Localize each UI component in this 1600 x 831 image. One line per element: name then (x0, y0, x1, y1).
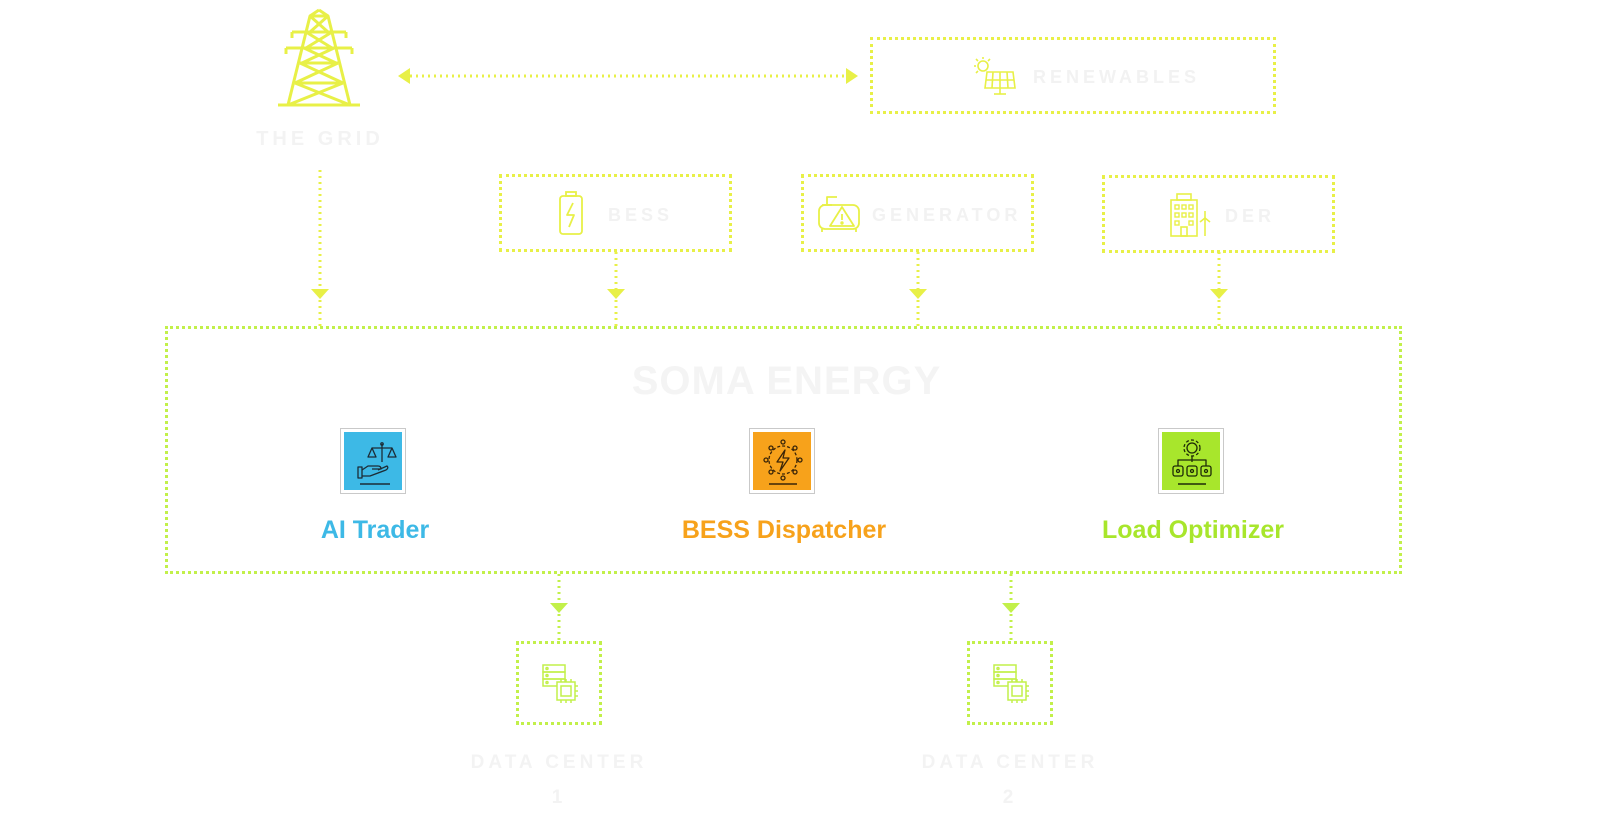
generator-label: GENERATOR (872, 205, 1022, 225)
grid-label: THE GRID (256, 128, 384, 150)
der-arrowhead (1210, 289, 1228, 299)
data-center-2-label: DATA CENTER (921, 752, 1099, 773)
generator-warning-icon (818, 196, 860, 232)
data-center-1-box (516, 641, 602, 725)
data-center-2-box (967, 641, 1053, 725)
arrowhead-left (398, 68, 410, 84)
platform-box: SOMA ENERGY (165, 326, 1402, 574)
server-chip-icon (542, 664, 578, 703)
generator-box: GENERATOR (801, 174, 1034, 252)
der-label: DER (1225, 206, 1276, 226)
ai-trader-tile (340, 428, 406, 494)
battery-icon (559, 191, 583, 235)
bess-label: BESS (608, 205, 674, 225)
renewables-label: RENEWABLES (1033, 67, 1201, 87)
platform-brand: SOMA ENERGY (631, 359, 942, 403)
scales-hand-icon (357, 442, 397, 485)
server-chip-icon (993, 664, 1029, 703)
bess-box: BESS (499, 174, 732, 252)
dc1-arrowhead (550, 603, 568, 613)
bess-arrowhead (607, 289, 625, 299)
data-center-1-number: 1 (551, 787, 567, 808)
der-box: DER (1102, 175, 1335, 253)
load-optimizer-label: Load Optimizer (1102, 516, 1284, 544)
dc2-arrowhead (1002, 603, 1020, 613)
grid-arrowhead (311, 289, 329, 299)
lightning-network-icon (763, 439, 803, 485)
gear-servers-icon (1172, 439, 1212, 485)
building-turbine-icon (1170, 193, 1211, 237)
ai-trader-label: AI Trader (320, 516, 430, 544)
generator-arrowhead (909, 289, 927, 299)
bess-dispatcher-label: BESS Dispatcher (681, 516, 887, 544)
renewables-box: RENEWABLES (870, 37, 1276, 114)
bess-dispatcher-tile (749, 428, 815, 494)
load-optimizer-tile (1158, 428, 1224, 494)
arrowhead-right (846, 68, 858, 84)
data-center-2-number: 2 (1002, 787, 1018, 808)
transmission-tower-icon (278, 8, 360, 107)
data-center-1-label: DATA CENTER (470, 752, 648, 773)
solar-panel-icon (974, 57, 1016, 95)
